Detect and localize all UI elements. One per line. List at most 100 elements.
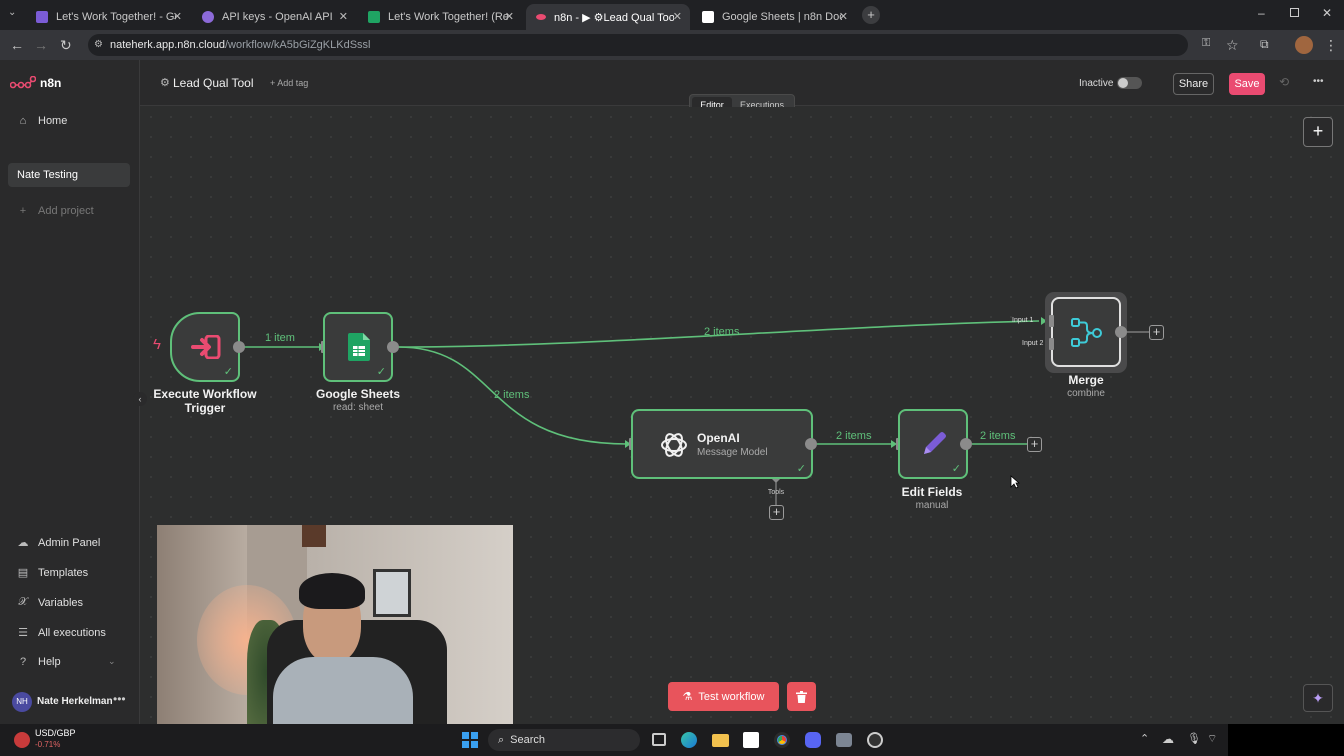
forward-icon[interactable]: → [34,37,48,53]
output-port[interactable] [1115,326,1127,338]
delete-execution-button[interactable] [787,682,816,711]
node-edit-fields[interactable]: ✓ [898,409,968,479]
windows-start-icon[interactable] [462,732,478,748]
input-port-1[interactable] [1049,315,1054,327]
discord-icon[interactable] [805,732,821,748]
save-button[interactable]: Save [1229,73,1265,95]
add-node-button[interactable]: + [1303,117,1333,147]
user-avatar[interactable]: NH [12,692,32,712]
edge-label: 2 items [980,430,1016,442]
share-button[interactable]: Share [1173,73,1214,95]
more-options-icon[interactable]: ••• [1313,76,1324,87]
back-icon[interactable]: ← [10,37,24,53]
close-tab-icon[interactable]: ✕ [672,11,682,23]
collapse-sidebar-icon[interactable]: ‹ [133,392,147,406]
tab-executions[interactable]: Executions [736,97,788,114]
tab-list-chevron-icon[interactable]: ⌄ [8,7,17,18]
browser-tab-active[interactable]: n8n - ▶ ⚙Lead Qual Tool ✕ [526,4,690,30]
node-merge[interactable] [1051,297,1121,367]
sidebar-item-templates[interactable]: ▤ Templates [16,566,88,580]
extensions-icon[interactable]: ⧉ [1260,37,1269,51]
browser-tab[interactable]: Google Sheets | n8n Docs ✕ [692,4,856,30]
taskbar-search-box[interactable]: ⌕Search [488,729,640,751]
close-tab-icon[interactable]: ✕ [338,11,348,23]
camera-app-icon[interactable] [836,733,852,747]
output-port[interactable] [960,438,972,450]
sidebar-item-help[interactable]: ? Help [16,656,61,668]
browser-tab[interactable]: Let's Work Together! (Respons ✕ [358,4,522,30]
n8n-logo[interactable]: n8n [10,76,61,90]
sidebar: n8n ⌂ Home Nate Testing + Add project ☁ … [0,60,140,724]
help-chevron-icon[interactable]: ⌄ [108,656,116,666]
wifi-icon[interactable]: ⌔ [1207,733,1218,745]
output-port[interactable] [387,341,399,353]
url-host: nateherk.app.n8n.cloud [110,39,225,51]
tray-chevron-icon[interactable]: ⌃ [1140,733,1150,745]
node-openai[interactable]: OpenAI Message Model ✓ [631,409,813,479]
output-port[interactable] [805,438,817,450]
search-label: Search [510,734,546,746]
workflow-header: ⚙ Lead Qual Tool + Add tag Inactive Shar… [140,60,1344,117]
active-toggle[interactable] [1117,77,1142,89]
edge-browser-icon[interactable] [681,732,697,748]
add-next-node-button[interactable]: + [1027,437,1042,452]
sidebar-item-home[interactable]: ⌂ Home [16,115,68,127]
onedrive-icon[interactable]: ☁ [1162,732,1174,746]
history-icon[interactable]: ⟲ [1279,75,1290,89]
browser-tab[interactable]: Let's Work Together! - Google F ✕ [26,4,190,30]
node-execute-workflow-trigger[interactable]: ✓ [170,312,240,382]
bookmark-star-icon[interactable]: ☆ [1226,37,1239,53]
webcam-picture-frame [373,569,411,617]
password-key-icon[interactable]: ⚿ [1202,37,1211,49]
sidebar-item-variables[interactable]: 𝒳 Variables [16,596,83,609]
profile-avatar[interactable] [1295,36,1313,54]
node-title: Execute Workflow Trigger [153,387,257,415]
node-subtitle: read: sheet [332,402,384,413]
forms-favicon-icon [36,11,48,23]
sidebar-item-admin-panel[interactable]: ☁ Admin Panel [16,536,101,550]
add-project-button[interactable]: + Add project [16,205,94,217]
microphone-icon[interactable]: 🎙 [1187,733,1201,745]
sidebar-item-all-executions[interactable]: ☰ All executions [16,626,106,640]
share-label: Share [1178,78,1209,90]
url-path: /workflow/kA5bGiZgKLKdSssl [224,39,371,51]
store-icon[interactable] [743,732,759,748]
brand-name: n8n [40,76,62,90]
sidebar-item-label: Help [38,656,61,668]
sidebar-item-project[interactable]: Nate Testing [8,163,130,187]
browser-menu-icon[interactable]: ⋮ [1324,37,1338,53]
restore-icon[interactable] [1290,8,1299,17]
add-tool-button[interactable]: + [769,505,784,520]
task-view-icon[interactable] [652,733,666,746]
output-port[interactable] [233,341,245,353]
plus-icon: + [19,205,27,217]
site-info-icon[interactable]: ⚙ [94,39,103,50]
workflow-canvas[interactable]: + ‹ ϟ ✓ Execute Workflow Trigger 1 item [133,107,1344,724]
add-project-label: Add project [38,205,94,217]
close-tab-icon[interactable]: ✕ [838,11,848,23]
new-tab-button[interactable]: + [862,6,880,24]
add-next-node-button[interactable]: + [1149,325,1164,340]
user-menu-icon[interactable]: ••• [113,692,126,706]
workflow-name[interactable]: Lead Qual Tool [173,76,254,90]
input-port-2[interactable] [1049,338,1054,350]
add-tag-button[interactable]: + Add tag [270,78,309,88]
close-tab-icon[interactable]: ✕ [172,11,182,23]
close-window-icon[interactable]: ✕ [1322,6,1333,20]
test-workflow-label: Test workflow [698,690,765,703]
close-tab-icon[interactable]: ✕ [504,11,514,23]
address-bar[interactable]: ⚙ nateherk.app.n8n.cloud/workflow/kA5bGi… [88,34,1188,56]
ticker-badge-icon [14,732,30,748]
ai-assistant-button[interactable]: ✦ [1303,684,1333,712]
webcam-person-hair [299,573,365,609]
workflow-settings-icon[interactable]: ⚙ [160,77,170,89]
chrome-icon[interactable] [774,732,790,748]
node-google-sheets[interactable]: ✓ [323,312,393,382]
file-explorer-icon[interactable] [712,734,729,747]
browser-tab[interactable]: API keys - OpenAI API ✕ [192,4,356,30]
recording-app-icon[interactable] [867,732,883,748]
edge-label: 1 item [265,332,295,344]
minimize-icon[interactable]: – [1258,6,1265,20]
test-workflow-button[interactable]: ⚗ Test workflow [668,682,779,711]
reload-icon[interactable]: ↻ [60,37,72,53]
